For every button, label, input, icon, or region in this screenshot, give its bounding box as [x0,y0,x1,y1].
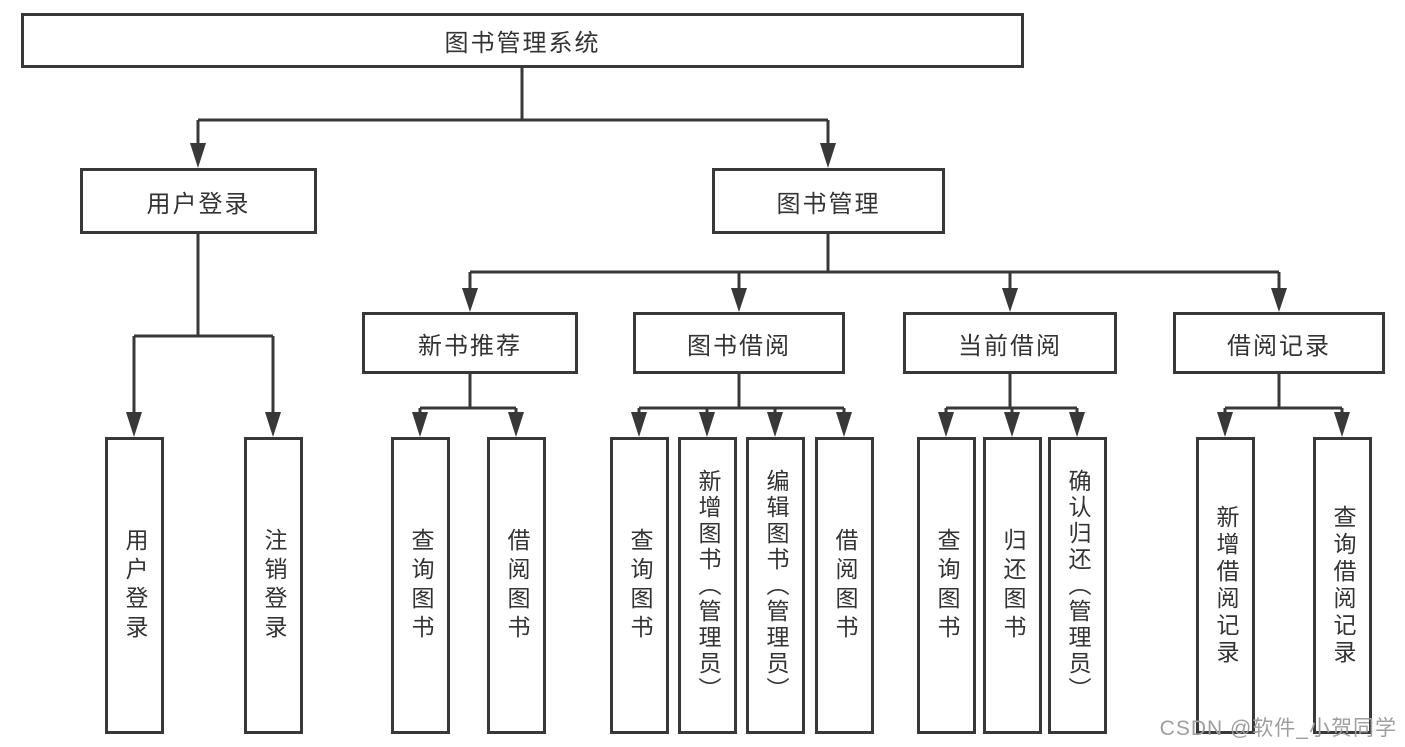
arrowhead [1217,412,1233,437]
node-label: 图书管理系统 [444,30,601,57]
arrowhead [1069,412,1085,437]
leaf-confirm-return-admin: 确认归还（管理员） [1048,437,1107,734]
node-library-system-root: 图书管理系统 [21,13,1024,68]
arrowhead [631,412,647,437]
arrowhead [1004,412,1020,437]
arrowhead [1334,412,1350,437]
arrowhead [1271,288,1287,312]
leaf-add-borrow-record: 新增借阅记录 [1196,437,1255,734]
node-new-book-recommend: 新书推荐 [362,312,578,374]
node-current-borrowing: 当前借阅 [903,312,1117,374]
leaf-logout: 注销登录 [244,437,303,734]
node-label: 图书管理 [776,190,881,218]
arrowhead [836,412,852,437]
leaf-query-books-current: 查询图书 [917,437,976,734]
leaf-user-login: 用户登录 [105,437,164,734]
arrowhead [462,288,478,312]
arrowhead [699,412,715,437]
node-label: 用户登录 [146,190,251,218]
leaf-query-books-recommend: 查询图书 [391,437,450,734]
node-label: 当前借阅 [958,332,1062,360]
node-label: 新书推荐 [418,332,522,360]
csdn-watermark: CSDN @软件_小贺同学 [1159,717,1397,740]
arrowhead [1002,288,1018,312]
node-label: 图书借阅 [687,332,791,360]
node-book-borrowing: 图书借阅 [633,312,845,374]
leaf-borrow-books-recommend: 借阅图书 [487,437,546,734]
leaf-query-borrow-record: 查询借阅记录 [1313,437,1372,734]
node-label: 借阅记录 [1227,332,1331,360]
arrowhead [767,412,783,437]
arrowhead [126,412,142,437]
node-borrowing-records: 借阅记录 [1173,312,1385,374]
node-user-login-branch: 用户登录 [80,168,317,234]
arrowhead [820,143,836,168]
arrowhead [265,412,281,437]
arrowhead [508,412,524,437]
leaf-edit-books-admin: 编辑图书（管理员） [746,437,805,734]
arrowhead [412,412,428,437]
arrowhead [731,288,747,312]
leaf-return-books: 归还图书 [983,437,1042,734]
leaf-query-books-borrowing: 查询图书 [610,437,669,734]
leaf-borrow-books: 借阅图书 [815,437,874,734]
node-book-management-branch: 图书管理 [712,168,945,234]
leaf-add-books-admin: 新增图书（管理员） [678,437,737,734]
arrowhead [938,412,954,437]
arrowhead [190,143,206,168]
